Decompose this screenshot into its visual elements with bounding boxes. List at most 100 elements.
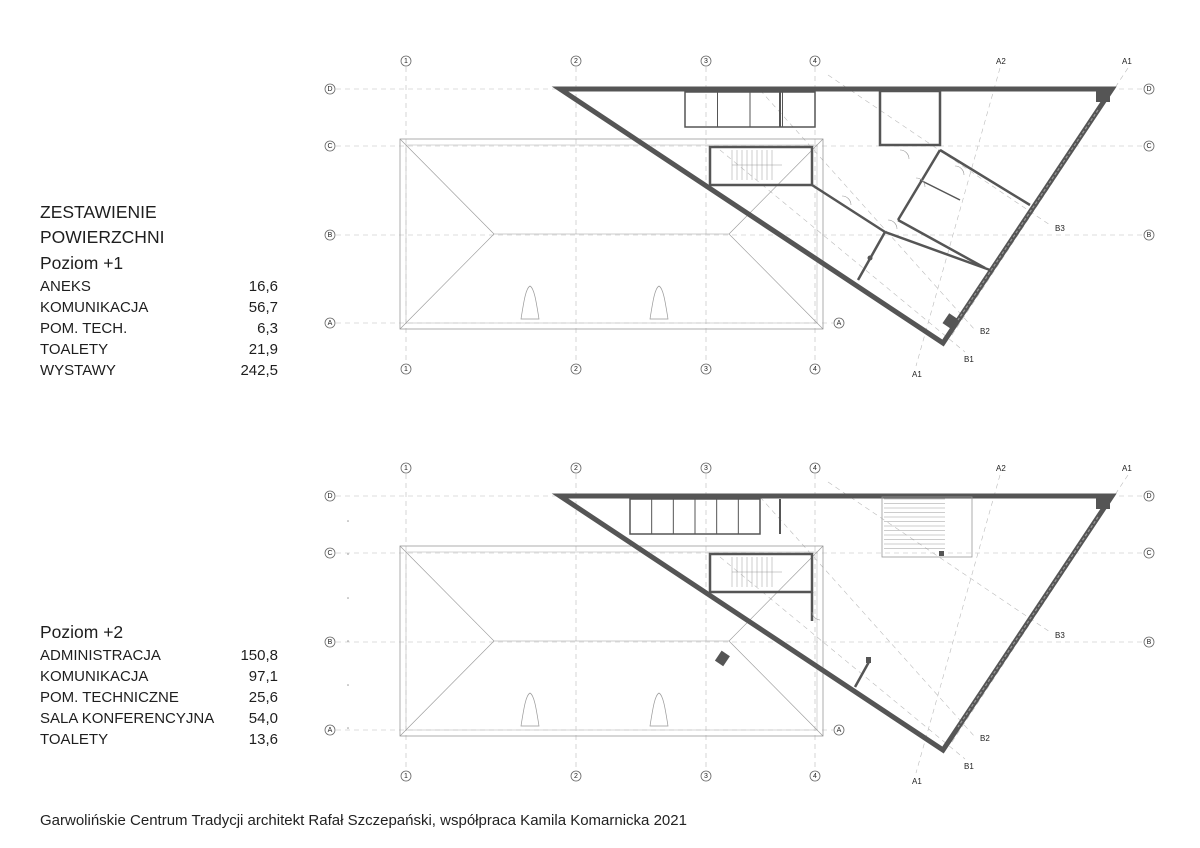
grid-bubble: 2 — [570, 462, 582, 474]
grid-bubble-label: D — [327, 493, 332, 500]
grid-bubble-label: 3 — [704, 366, 708, 373]
roof-ridge — [399, 640, 495, 737]
room-name: ADMINISTRACJA — [40, 647, 161, 664]
grid-line-diagonal — [719, 556, 966, 760]
grid-bubble: A — [833, 724, 845, 736]
wall-block — [1096, 495, 1110, 509]
grid-bubble: 4 — [809, 55, 821, 67]
grid-bubble-label: B — [328, 232, 333, 239]
door-swing — [887, 219, 898, 230]
bell-ornament — [520, 692, 540, 727]
grid-bubble-label: 3 — [704, 465, 708, 472]
roof-outline-inner — [405, 551, 818, 731]
roof-ridge — [728, 640, 824, 737]
grid-bubble: 1 — [400, 462, 412, 474]
wall-block — [1096, 88, 1110, 102]
grid-bubble: D — [1143, 490, 1155, 502]
grid-bubble-label: B — [1147, 639, 1152, 646]
grid-bubble-label: A — [328, 320, 333, 327]
roof-ridge — [399, 233, 495, 330]
wall-block — [942, 313, 958, 329]
room-area: 242,5 — [240, 362, 278, 379]
grid-bubble-label: 1 — [404, 773, 408, 780]
room-aneks — [878, 89, 942, 147]
grid-bubble: 4 — [809, 462, 821, 474]
grid-bubble-label: 4 — [813, 773, 817, 780]
glazed-facade — [957, 109, 1099, 321]
interior-wall — [853, 659, 872, 688]
grid-line-diagonal — [915, 67, 1001, 367]
grid-bubble-label: 4 — [813, 58, 817, 65]
glazed-facade — [957, 516, 1099, 728]
grid-bubble: 1 — [400, 363, 412, 375]
grid-bubble-label: A — [328, 727, 333, 734]
grid-bubble-label: C — [327, 143, 332, 150]
interior-wall — [939, 148, 1031, 207]
area-row: ADMINISTRACJA 150,8 — [40, 645, 278, 666]
grid-bubble-label: C — [1146, 143, 1151, 150]
room-area: 150,8 — [240, 647, 278, 664]
grid-bubble-label: D — [1146, 86, 1151, 93]
grid-bubble: A — [833, 317, 845, 329]
room-area: 16,6 — [248, 278, 278, 295]
roof-ridge — [728, 545, 824, 642]
grid-bubble: 2 — [570, 55, 582, 67]
door-swing — [915, 177, 926, 188]
stairwell — [708, 145, 814, 187]
stairwell — [708, 552, 814, 594]
grid-bubble-label: 2 — [574, 773, 578, 780]
roof-outline-inner — [405, 144, 818, 324]
grid-bubble: 4 — [809, 770, 821, 782]
axis-tag: A1 — [912, 777, 922, 786]
grid-bubble: 3 — [700, 55, 712, 67]
grid-line-diagonal — [915, 474, 1001, 774]
room-name: KOMUNIKACJA — [40, 299, 149, 316]
axis-tag: A1 — [912, 370, 922, 379]
room-name: ANEKS — [40, 278, 91, 295]
grid-bubble-label: 4 — [813, 465, 817, 472]
room-name: WYSTAWY — [40, 362, 116, 379]
interior-wall — [919, 179, 961, 201]
axis-tag: A1 — [1122, 464, 1132, 473]
grid-bubble: 1 — [400, 770, 412, 782]
axis-tag: B1 — [964, 762, 974, 771]
room-area: 13,6 — [248, 731, 278, 748]
interior-wall — [811, 183, 886, 234]
dimension-tick — [347, 727, 349, 729]
room-area: 25,6 — [248, 689, 278, 706]
grid-bubble-label: 2 — [574, 366, 578, 373]
room-name: POM. TECHNICZNE — [40, 689, 179, 706]
grid-bubble-label: D — [1146, 493, 1151, 500]
grid-bubble: B — [1143, 229, 1155, 241]
area-row: WYSTAWY 242,5 — [40, 360, 278, 381]
grid-bubble-label: B — [328, 639, 333, 646]
grid-bubble-label: 1 — [404, 366, 408, 373]
dimension-tick — [347, 684, 349, 686]
interior-wall — [897, 218, 986, 270]
grid-bubble: C — [324, 140, 336, 152]
room-name: POM. TECH. — [40, 320, 128, 337]
credit-line: Garwolińskie Centrum Tradycji architekt … — [40, 812, 687, 829]
wall-block — [714, 650, 730, 667]
exterior-wall — [551, 86, 1117, 347]
grid-bubble-label: 2 — [574, 465, 578, 472]
grid-bubble-label: A — [837, 727, 842, 734]
roof-outline — [399, 545, 824, 737]
grid-bubble: D — [1143, 83, 1155, 95]
roof-ridge — [399, 138, 495, 235]
axis-tag: B3 — [1055, 224, 1065, 233]
room-name: SALA KONFERENCYJNA — [40, 710, 215, 727]
roof-ridge — [728, 138, 824, 235]
room-name: KOMUNIKACJA — [40, 668, 149, 685]
grid-bubble: C — [1143, 547, 1155, 559]
grid-bubble: C — [1143, 140, 1155, 152]
axis-tag: A1 — [1122, 57, 1132, 66]
room-area: 54,0 — [248, 710, 278, 727]
